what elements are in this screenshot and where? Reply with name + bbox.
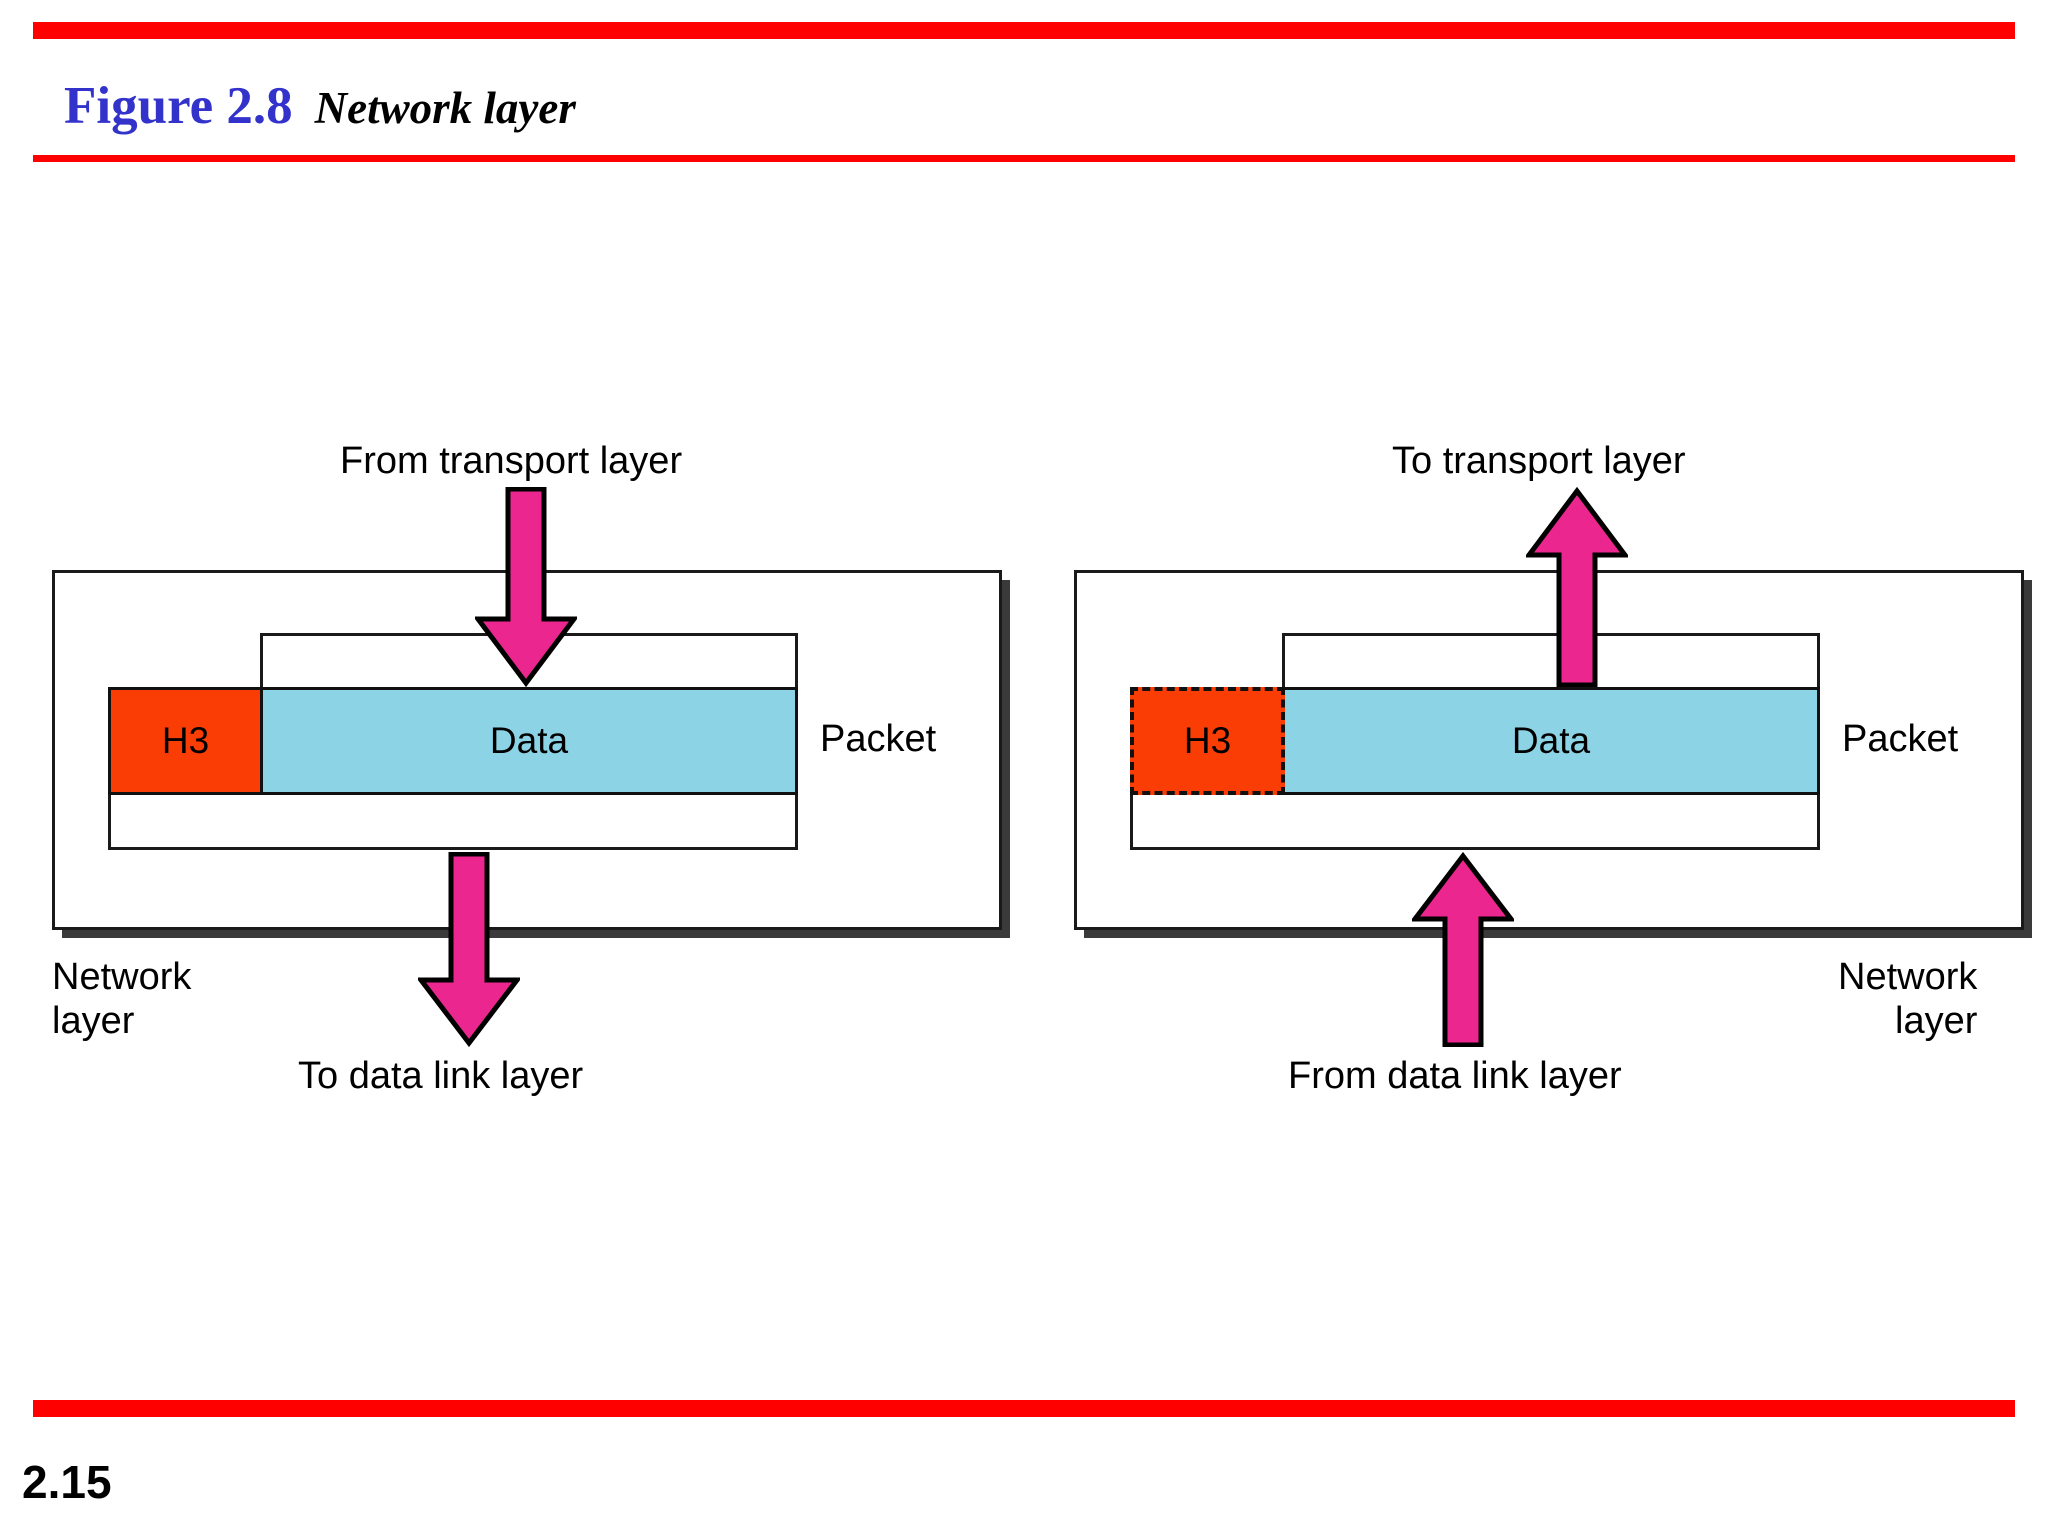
label-from-transport-layer: From transport layer — [340, 440, 683, 482]
bracket-data-span-receiver — [1282, 633, 1820, 688]
page-title: Figure 2.8 Network layer — [64, 76, 576, 136]
label-to-transport-layer: To transport layer — [1392, 440, 1686, 482]
arrow-up-to-transport-icon — [1524, 486, 1630, 692]
bracket-packet-span-receiver — [1130, 795, 1820, 850]
layer-label-sender: Network layer — [52, 956, 192, 1043]
label-to-data-link-layer: To data link layer — [298, 1055, 584, 1097]
packet-bar-sender: H3 Data — [108, 687, 798, 795]
figure-number: Figure 2.8 — [64, 77, 293, 135]
figure-caption: Network layer — [314, 83, 576, 133]
title-underline-rule — [33, 155, 2015, 162]
top-red-rule — [33, 22, 2015, 39]
packet-segment-data-receiver: Data — [1285, 687, 1820, 795]
packet-bar-receiver: H3 Data — [1130, 687, 1820, 795]
bottom-red-rule — [33, 1400, 2015, 1417]
packet-segment-h3-receiver: H3 — [1130, 687, 1285, 795]
packet-label-sender: Packet — [820, 718, 937, 760]
label-from-data-link-layer: From data link layer — [1288, 1055, 1622, 1097]
packet-segment-h3-sender: H3 — [108, 687, 263, 795]
arrow-down-to-data-link-icon — [415, 851, 523, 1052]
layer-label-receiver: Network layer — [1838, 956, 1978, 1043]
packet-label-receiver: Packet — [1842, 718, 1959, 760]
bracket-packet-span-sender — [108, 795, 798, 850]
arrow-up-from-data-link-icon — [1409, 851, 1517, 1052]
page-number: 2.15 — [22, 1456, 112, 1508]
packet-segment-data-sender: Data — [263, 687, 798, 795]
arrow-down-from-transport-icon — [473, 486, 579, 692]
